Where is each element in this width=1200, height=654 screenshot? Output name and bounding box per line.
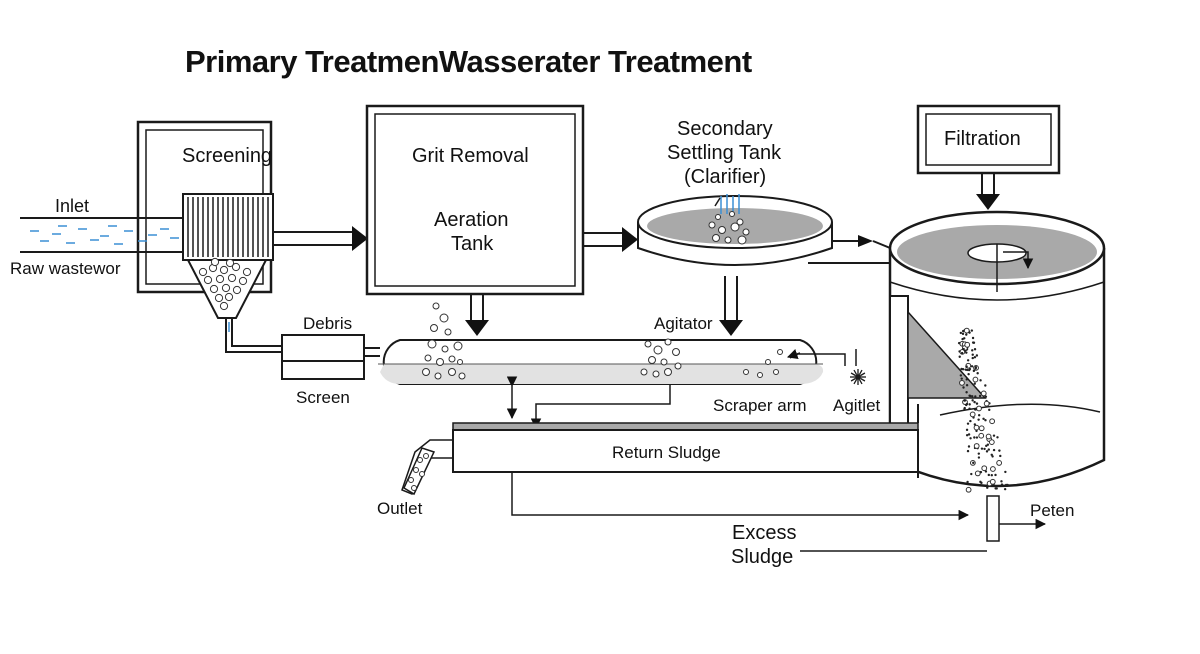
inlet-label: Inlet <box>55 196 89 216</box>
debris-screen-conduit <box>225 318 380 380</box>
bar-screen <box>182 193 274 261</box>
return-sludge-channel: Return Sludge <box>452 404 919 478</box>
pipe-to-clarifier <box>583 227 638 252</box>
outlet-chute <box>401 439 452 496</box>
screening-label: Screening <box>182 145 272 167</box>
screen-label: Screen <box>296 388 350 407</box>
tank-outlet-pipe <box>986 495 1000 542</box>
grit-removal-aeration-unit: Grit Removal Aeration Tank <box>365 104 585 296</box>
debris-label: Debris <box>303 314 352 333</box>
clarifier <box>637 194 833 266</box>
excess-sludge-lines <box>511 472 987 552</box>
secondary-label-line3: (Clarifier) <box>684 166 766 188</box>
agitlet-label: Agitlet <box>833 396 881 415</box>
agitlet-icon <box>850 369 866 385</box>
scraper-arm-label: Scraper arm <box>713 396 807 415</box>
settling-particles <box>957 327 1009 493</box>
grit-removal-label: Grit Removal <box>412 145 529 167</box>
secondary-label-line2: Settling Tank <box>667 142 782 164</box>
screenings-pebbles <box>198 257 252 311</box>
excess-label-line1: Excess <box>732 522 796 544</box>
grit-underflow-arrow <box>465 294 489 336</box>
pipe-to-grit <box>273 226 368 251</box>
filtration-tank <box>888 210 1106 542</box>
screening-unit: Screening <box>136 120 274 319</box>
inlet-pipe <box>20 217 183 253</box>
raw-wastewater-label: Raw wastewor <box>10 259 121 278</box>
outlet-label: Outlet <box>377 499 423 518</box>
clarifier-underflow-arrow <box>719 276 743 336</box>
secondary-label-line1: Secondary <box>677 118 773 140</box>
return-links <box>506 376 671 430</box>
return-sludge-label: Return Sludge <box>612 443 721 462</box>
agitator-tube <box>378 302 866 385</box>
filtration-unit: Filtration <box>916 104 1061 210</box>
peten-label: Peten <box>1030 501 1074 520</box>
diagram-title: Primary TreatmenWasserater Treatment <box>185 44 752 79</box>
excess-label-line2: Sludge <box>731 546 793 568</box>
filtration-label: Filtration <box>944 128 1021 150</box>
agitator-label: Agitator <box>654 314 713 333</box>
aeration-label-line1: Aeration <box>434 209 509 231</box>
water-flow-icon <box>30 225 179 245</box>
aeration-label-line2: Tank <box>451 233 494 255</box>
